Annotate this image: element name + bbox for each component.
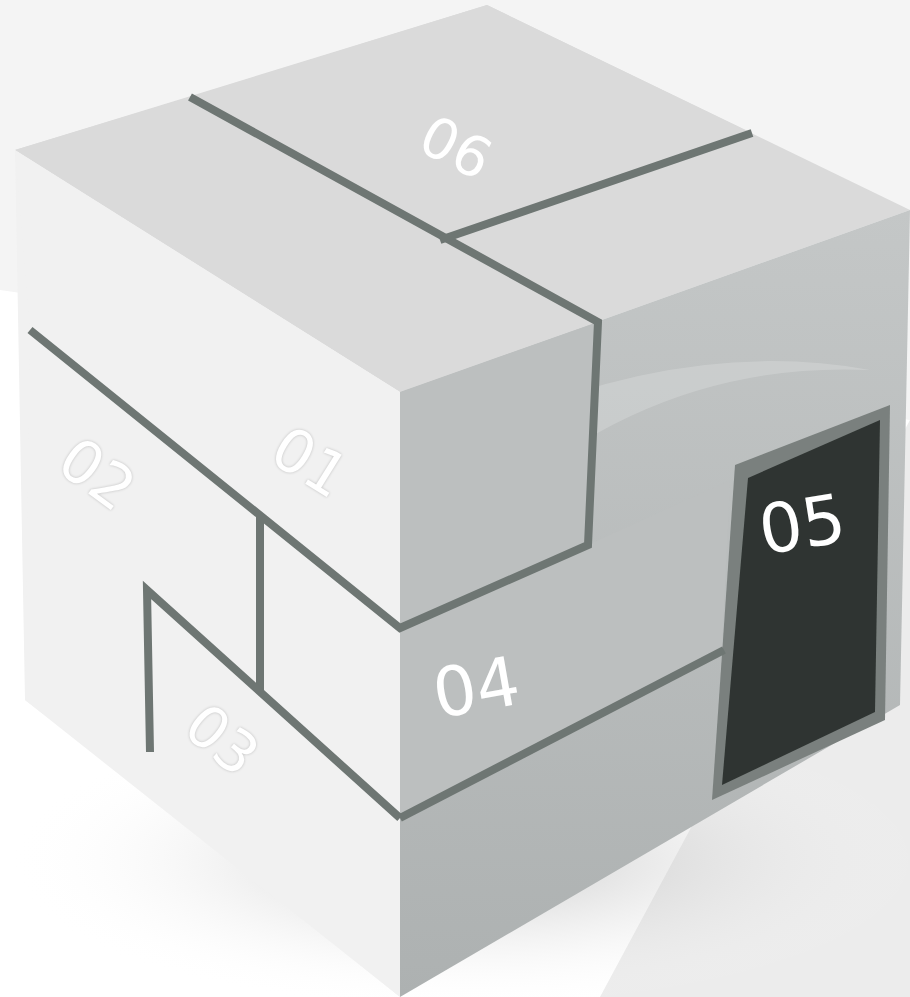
divider-line xyxy=(440,133,752,240)
segment-face xyxy=(145,590,400,997)
segment-shape xyxy=(712,405,890,800)
segment-shape xyxy=(145,590,400,997)
segment-face xyxy=(400,480,730,818)
divider-line xyxy=(30,97,598,628)
segment-face xyxy=(712,405,890,800)
segment-number: 04 xyxy=(427,647,524,729)
cube-segment: 05 xyxy=(712,405,890,800)
segment-face xyxy=(722,420,880,785)
divider-line xyxy=(147,590,400,818)
segment-number: 05 xyxy=(754,485,850,566)
divider-line xyxy=(400,650,724,818)
divider-line xyxy=(256,515,264,692)
cube-segment: 03 xyxy=(145,590,400,997)
